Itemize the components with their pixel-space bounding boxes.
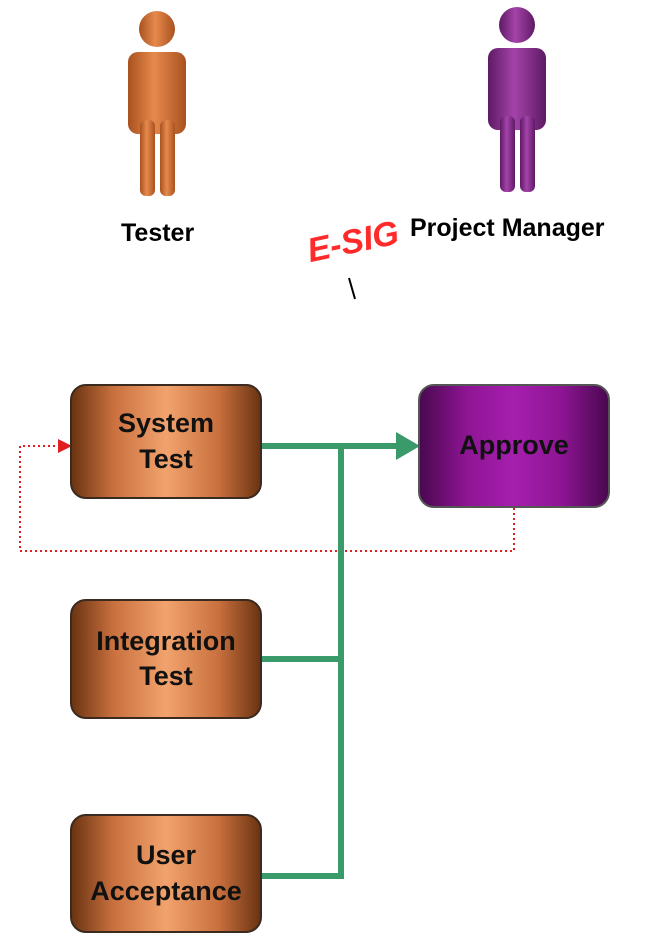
integration-test-line2: Test [139, 661, 193, 691]
system-test-box: System Test [70, 384, 262, 499]
project-manager-label: Project Manager [410, 214, 605, 242]
tester-person-icon [128, 11, 186, 196]
user-acceptance-line2: Acceptance [90, 875, 242, 906]
connector-arrowhead [396, 432, 420, 460]
tester-label: Tester [121, 219, 195, 247]
integration-test-box: Integration Test [70, 599, 262, 719]
user-acceptance-box: User Acceptance [70, 814, 262, 933]
system-test-line1: System [117, 408, 215, 439]
user-acceptance-line1: User [135, 840, 197, 871]
approve-box: Approve [418, 384, 610, 508]
approve-label: Approve [459, 430, 569, 461]
esig-tick [348, 277, 356, 300]
feedback-arrowhead [58, 439, 72, 453]
connector-lines [262, 443, 398, 879]
system-test-line2: Test [139, 443, 193, 474]
feedback-loop-line [19, 445, 515, 552]
integration-test-line1: Integration [96, 625, 236, 656]
project-manager-person-icon [488, 7, 546, 192]
